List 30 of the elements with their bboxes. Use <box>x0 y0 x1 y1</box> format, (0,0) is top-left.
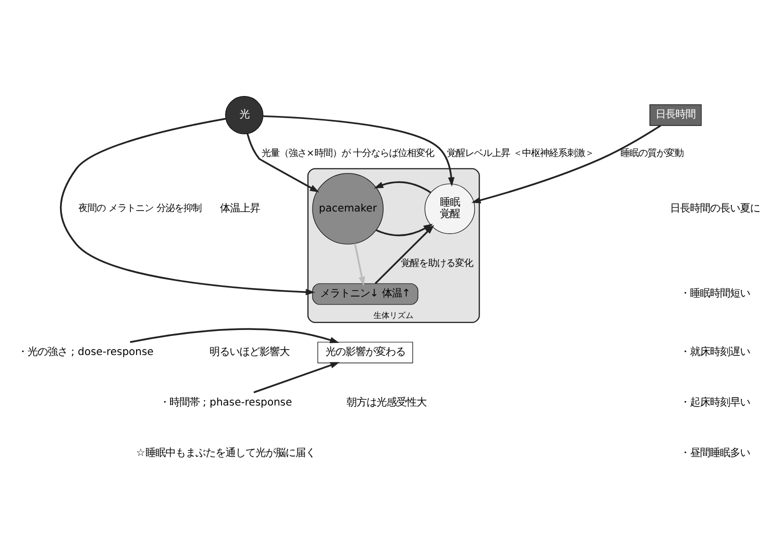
node-box: 日長時間 <box>650 104 702 126</box>
node-box: 光の影響が変わる <box>318 342 414 364</box>
label: ☆睡眠中もまぶたを通して光が脳に届く <box>136 446 316 459</box>
edge-label: 睡眠の質が変動 <box>620 148 684 159</box>
node-box: メラトニン↓ 体温↑ <box>312 283 418 305</box>
arrow <box>374 181 432 194</box>
label: ・昼間睡眠多い <box>680 446 750 459</box>
arrow <box>246 134 320 192</box>
node-circle: 光 <box>225 96 264 134</box>
label: 体温上昇 <box>220 202 260 214</box>
arrow <box>130 328 340 344</box>
edge-label: 光量（強さ×時間）が 十分ならば位相変化 <box>262 148 434 159</box>
edge-label: 覚醒を助ける変化 <box>400 258 473 270</box>
arrow <box>60 118 316 296</box>
arrow <box>374 224 434 284</box>
arrow <box>354 243 366 286</box>
edge-label: 夜間の メラトニン 分泌を抑制 <box>78 202 202 214</box>
arrow <box>471 124 662 204</box>
label: 明るいほど影響大 <box>209 346 290 358</box>
label: 日長時間の長い夏に <box>670 202 760 214</box>
label: 朝方は光感受性大 <box>346 396 427 408</box>
node-text: ・時間帯 ; phase-response <box>159 396 292 408</box>
edge-label: 覚醒レベル上昇 ＜中枢神経系刺激＞ <box>447 148 594 159</box>
arrow <box>263 115 455 187</box>
arrow <box>253 362 340 394</box>
label: ・睡眠時間短い <box>680 288 750 300</box>
node-text: ・光の強さ ; dose-response <box>18 346 154 358</box>
label: ・就床時刻遅い <box>680 346 750 358</box>
label: ・起床時刻早い <box>680 396 750 408</box>
arrow <box>376 224 433 236</box>
